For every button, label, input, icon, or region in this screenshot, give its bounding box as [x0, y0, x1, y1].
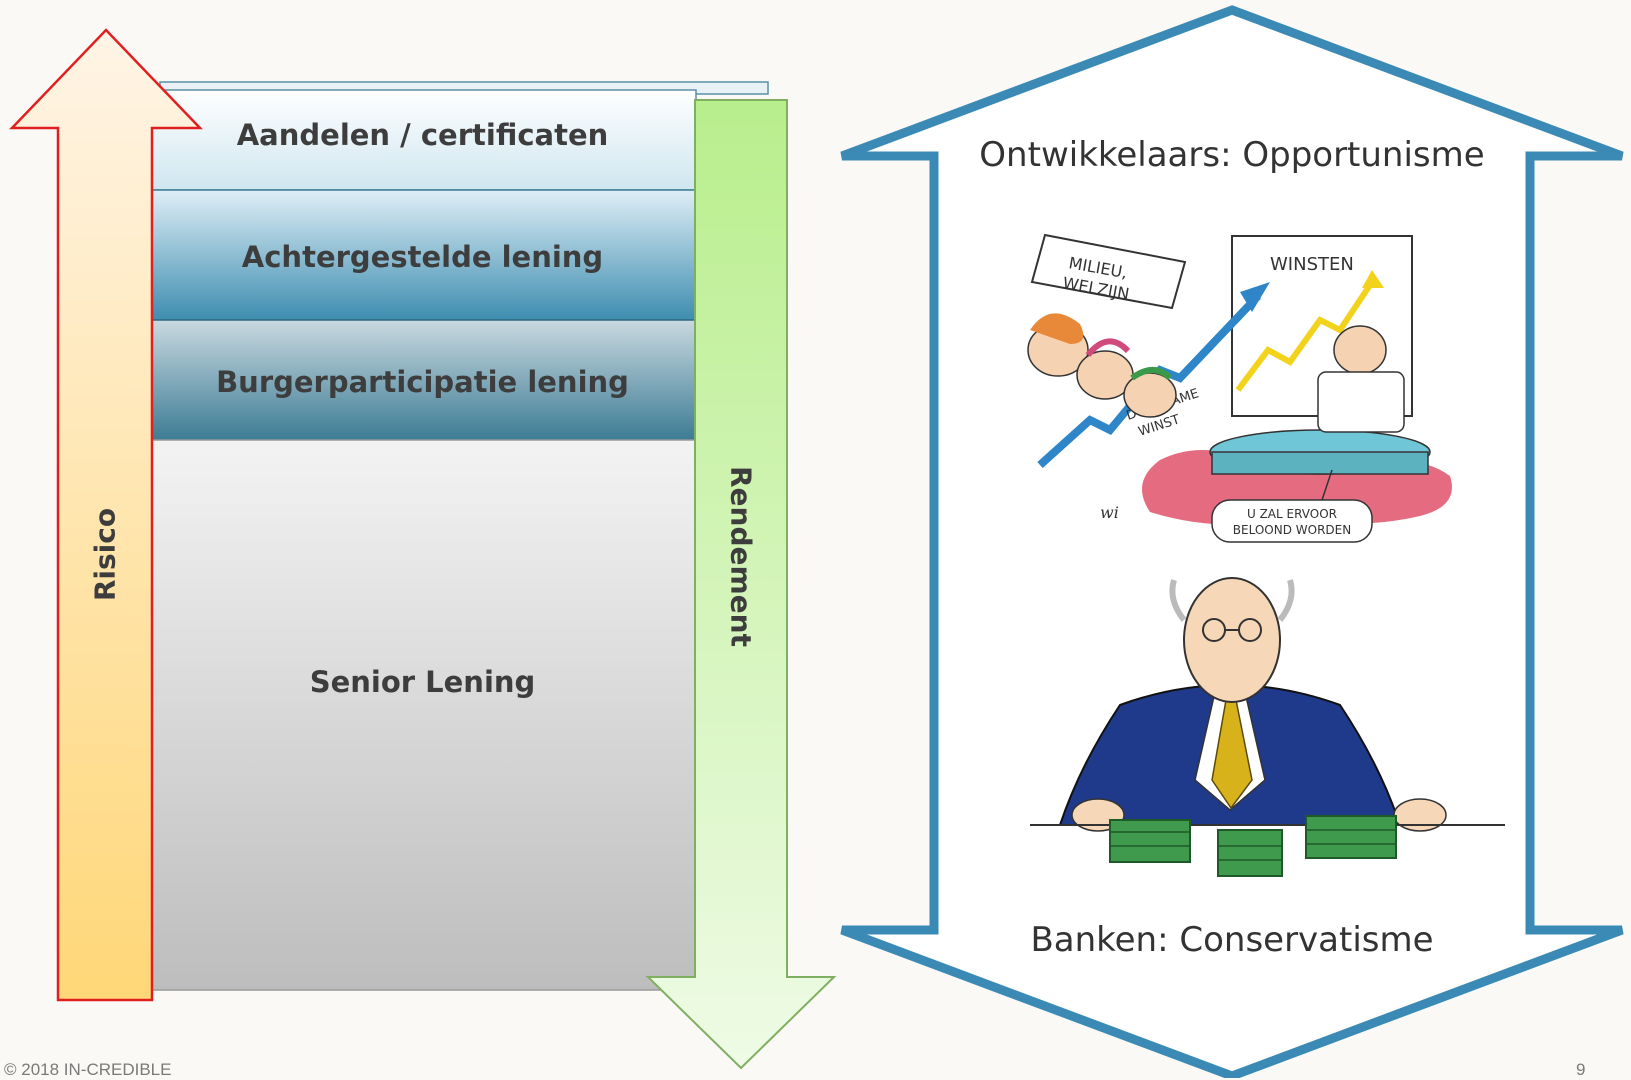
cartoon-opportunism: MILIEU, WELZIJN WINSTEN DUURZAME WINST U… — [1027, 233, 1452, 543]
svg-text:U ZAL ERVOOR: U ZAL ERVOOR — [1247, 507, 1337, 521]
svg-text:wi: wi — [1100, 503, 1119, 522]
layer-senior — [147, 439, 697, 991]
return-arrow — [645, 99, 837, 1070]
return-label: Rendement — [724, 465, 758, 647]
svg-text:BELOOND WORDEN: BELOOND WORDEN — [1233, 523, 1351, 537]
layer-subordinated — [147, 189, 697, 321]
developers-label: Ontwikkelaars: Opportunisme — [979, 135, 1485, 175]
page-number: 9 — [1576, 1060, 1586, 1079]
cartoon-conservatism — [1030, 577, 1505, 877]
layer-shares — [147, 89, 697, 191]
layer-citizen — [147, 319, 697, 441]
banks-label: Banken: Conservatisme — [1030, 920, 1434, 960]
svg-text:WINSTEN: WINSTEN — [1270, 254, 1354, 275]
layer-label-citizen: Burgerparticipatie lening — [216, 365, 629, 399]
layer-label-senior: Senior Lening — [309, 665, 536, 699]
copyright: © 2018 IN-CREDIBLE — [4, 1060, 172, 1079]
risk-arrow — [9, 28, 203, 1002]
risk-label: Risico — [88, 507, 122, 602]
layer-label-subordinated: Achtergestelde lening — [241, 240, 604, 274]
layer-label-shares: Aandelen / certificaten — [236, 118, 609, 152]
